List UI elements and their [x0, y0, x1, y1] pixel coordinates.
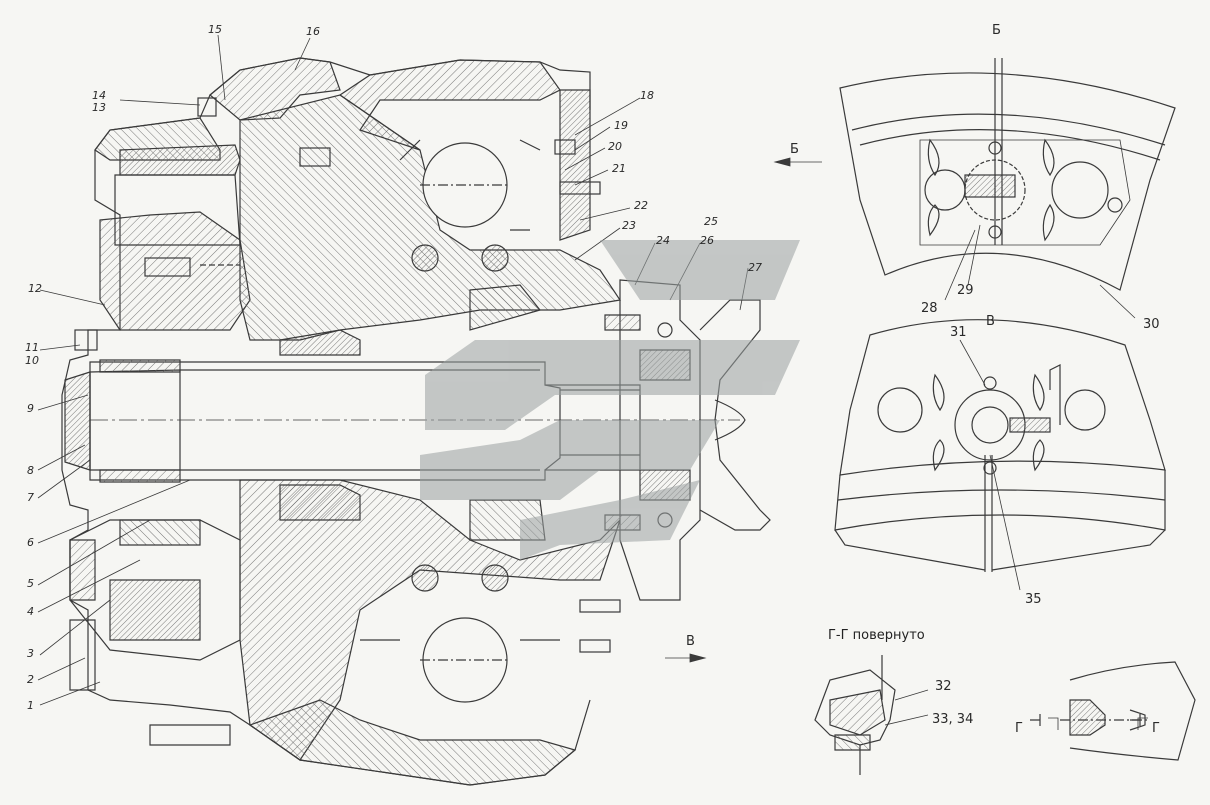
label-33-34: 33, 34: [932, 712, 974, 727]
label-22: 22: [634, 199, 648, 212]
label-9: 9: [27, 402, 34, 415]
label-25: 25: [704, 215, 718, 228]
label-27: 27: [748, 261, 762, 274]
label-12: 12: [28, 282, 42, 295]
label-4: 4: [27, 605, 34, 618]
label-14: 14: [92, 89, 106, 102]
view-v-outline: [839, 319, 1166, 476]
section-g-right-letter: Г: [1152, 721, 1160, 736]
label-8: 8: [27, 464, 34, 477]
label-26: 26: [700, 234, 714, 247]
view-v-arrow-letter: В: [686, 634, 695, 649]
label-11: 11: [25, 341, 39, 354]
section-g-left-letter: Г: [1015, 721, 1023, 736]
label-5: 5: [27, 577, 34, 590]
view-v-top-letter: В: [986, 314, 995, 329]
label-35: 35: [1025, 592, 1042, 607]
label-6: 6: [27, 536, 34, 549]
section-caption: Г-Г повернуто: [828, 628, 925, 643]
leader-lines: [37, 34, 1148, 730]
label-30: 30: [1143, 317, 1160, 332]
label-15: 15: [208, 23, 222, 36]
label-10: 10: [25, 354, 39, 367]
label-19: 19: [614, 119, 628, 132]
label-20: 20: [608, 140, 622, 153]
label-29: 29: [957, 283, 974, 298]
label-21: 21: [612, 162, 626, 175]
label-7: 7: [27, 491, 34, 504]
label-32: 32: [935, 679, 952, 694]
label-2: 2: [27, 673, 34, 686]
label-3: 3: [27, 647, 34, 660]
label-16: 16: [306, 25, 320, 38]
label-13b: 13: [92, 101, 106, 114]
view-b-arrow-letter: Б: [790, 142, 799, 157]
label-24: 24: [656, 234, 670, 247]
label-28: 28: [921, 301, 938, 316]
watermark-logo: [420, 240, 800, 560]
view-b-top-letter: Б: [992, 23, 1001, 38]
label-31: 31: [950, 325, 967, 340]
section-gg-right: [1069, 661, 1196, 761]
fork-yoke: [699, 299, 771, 531]
label-18: 18: [640, 89, 654, 102]
label-23: 23: [622, 219, 636, 232]
label-1: 1: [27, 699, 34, 712]
